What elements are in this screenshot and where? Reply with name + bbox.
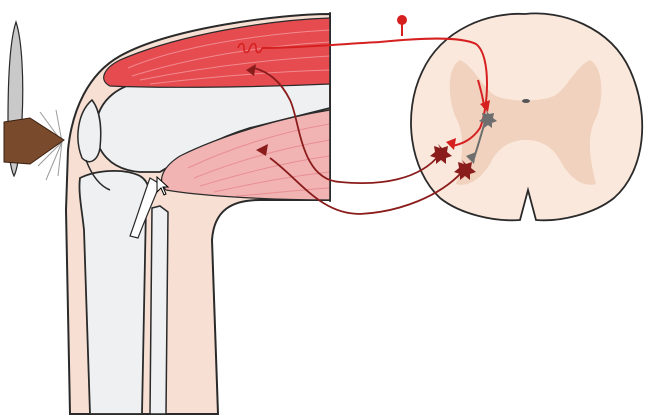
hamstring-motor-neuron-body [454, 160, 476, 180]
muscle-spindle-coil [237, 42, 263, 54]
sensory-synapse-terminal [446, 138, 456, 150]
spinal-cord-cross-section [410, 12, 644, 222]
tibia-bone [78, 170, 151, 415]
sensory-interneuron-terminal [480, 100, 490, 112]
mouse-cursor-icon [156, 176, 170, 196]
patella [77, 98, 102, 163]
central-canal [522, 99, 530, 103]
quadriceps-motor-neuron-body [430, 144, 452, 164]
quadriceps-muscle [103, 17, 331, 88]
motor-neuron-hamstring [269, 157, 463, 215]
interneuron-terminal [466, 152, 476, 164]
reflex-hammer-icon [3, 20, 65, 181]
motor-end-plate-hamstring [256, 144, 268, 156]
neuron-markers [237, 15, 497, 180]
motor-end-plate-quadriceps [246, 64, 256, 76]
motor-neuron-quadriceps [253, 67, 441, 185]
dorsal-root-ganglion [397, 15, 407, 25]
hamstring-tendon [129, 177, 161, 239]
leg [64, 12, 331, 415]
sensory-neuron-path [261, 37, 488, 147]
inhibitory-interneuron-body [479, 110, 497, 128]
fibula-bone [149, 205, 169, 415]
hamstring-muscle [161, 109, 331, 201]
patellar-tendon [85, 159, 111, 191]
